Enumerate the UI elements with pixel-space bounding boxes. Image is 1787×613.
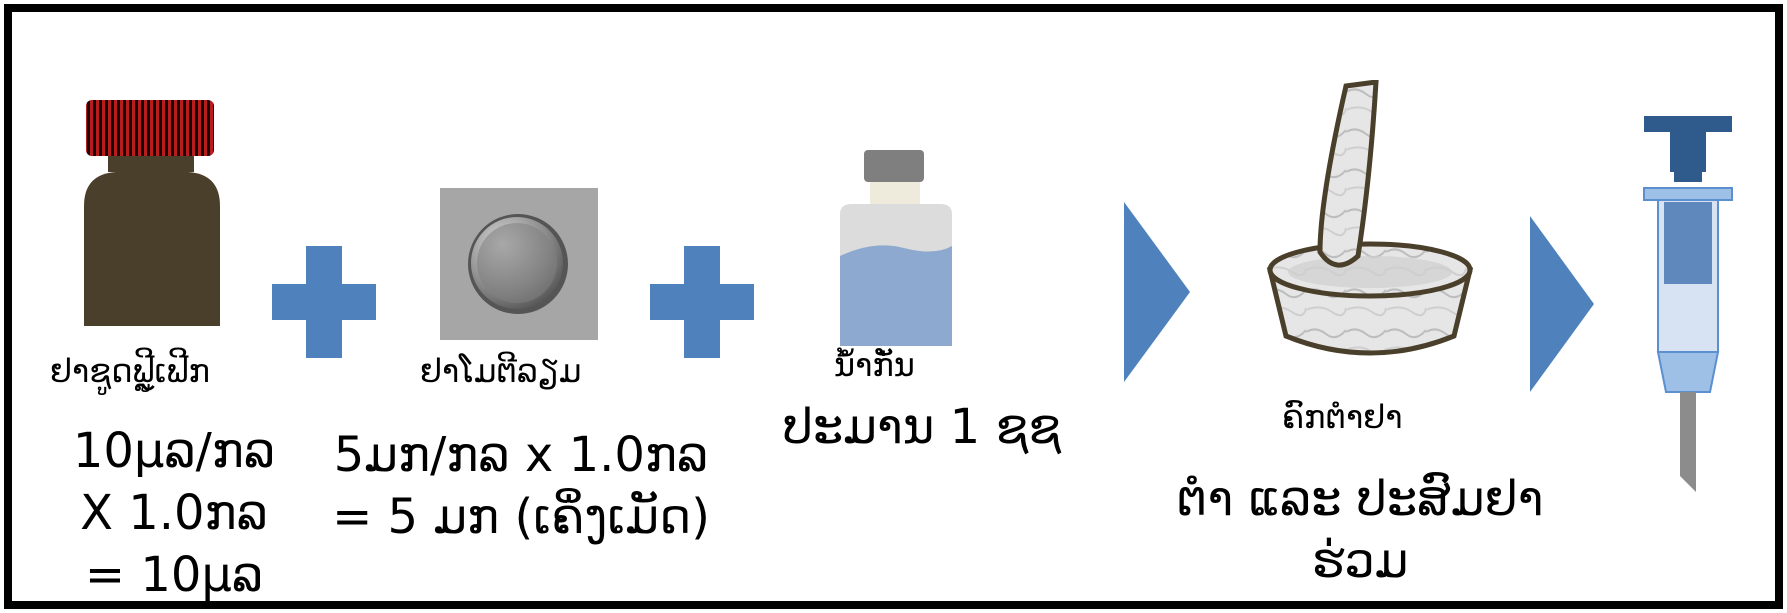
step-2-calc-line: 5ມກ/ກລ x 1.0ກລ (333, 427, 709, 483)
step-2-name: ຢາໂມຕີລຽມ (420, 352, 582, 390)
step-3-calc-line: ປະມານ 1 ຊຊ (782, 399, 1062, 455)
tablet-blister-icon (440, 188, 598, 340)
plus-icon (272, 246, 376, 358)
step-2-calc-line: = 5 ມກ (ເຄິ່ງເມັດ) (332, 489, 710, 545)
arrow-right-icon (1530, 216, 1594, 392)
step-4-name: ຄົກຕຳຢາ (1282, 398, 1403, 436)
water-bottle-icon (840, 150, 952, 346)
step-1-calc-line: X 1.0ກລ (80, 485, 268, 541)
step-1-name: ຢາຊູດຟູຼີເຟີກ (50, 352, 210, 390)
step-1-calc: 10μລ/ກລ X 1.0ກລ = 10μລ (64, 420, 284, 606)
brown-medicine-bottle-icon (84, 100, 220, 326)
plus-icon (650, 246, 754, 358)
step-3-name: ນ້ຳກັ່ນ (834, 346, 915, 384)
step-2-calc: 5ມກ/ກລ x 1.0ກລ = 5 ມກ (ເຄິ່ງເມັດ) (296, 424, 746, 548)
step-3-calc: ປະມານ 1 ຊຊ (752, 396, 1092, 458)
step-4-calc-line: ຕຳ ແລະ ປະສົມຢາ (1176, 471, 1544, 527)
step-1-calc-line: = 10μລ (84, 547, 264, 603)
step-1-calc-line: 10μລ/ກລ (72, 423, 276, 479)
syringe-icon (1643, 116, 1733, 492)
arrow-right-icon (1124, 202, 1190, 382)
mortar-pestle-icon (1266, 80, 1474, 356)
step-4-calc-line: ຮ່ວມ (1311, 533, 1409, 589)
step-4-calc: ຕຳ ແລະ ປະສົມຢາ ຮ່ວມ (1150, 468, 1570, 592)
